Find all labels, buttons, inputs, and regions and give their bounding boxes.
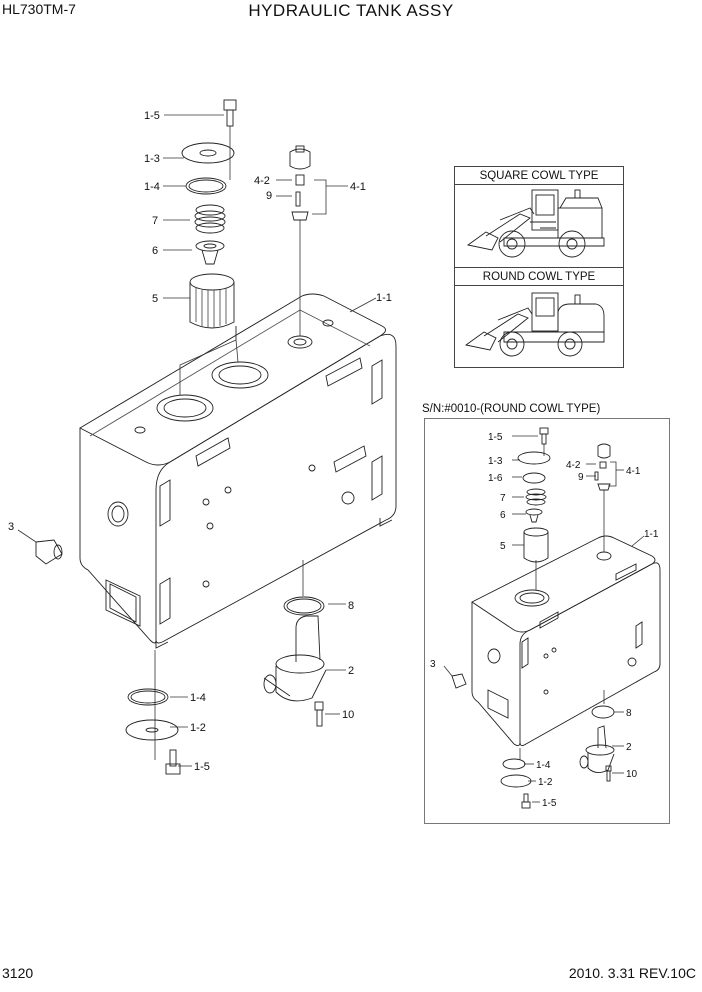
leader-lines (17, 114, 377, 767)
divider (455, 267, 623, 268)
inset-label-1-4: 1-4 (536, 760, 551, 771)
inset-label-7: 7 (500, 493, 506, 504)
inset-label-1-5: 1-5 (488, 432, 503, 443)
round-cowl-label: ROUND COWL TYPE (482, 271, 596, 283)
o-ring-1-4-bot (127, 688, 169, 706)
inset-label-1-2: 1-2 (538, 777, 553, 788)
inset-label-2: 2 (626, 742, 632, 753)
inset-label-1-1: 1-1 (644, 529, 659, 540)
serial-note: S/N:#0010-(ROUND COWL TYPE) (422, 403, 601, 415)
bolt-10 (314, 701, 324, 727)
page-title: HYDRAULIC TANK ASSY (248, 1, 454, 20)
inset-label-4-2: 4-2 (566, 460, 581, 471)
label-1-4: 1-4 (144, 181, 160, 193)
label-10: 10 (342, 709, 354, 721)
label-1-1: 1-1 (376, 292, 392, 304)
element-5 (189, 273, 235, 329)
page-number: 3120 (2, 965, 34, 981)
inset-label-9: 9 (578, 472, 584, 483)
model-code: HL730TM-7 (2, 1, 76, 17)
label-1-5: 1-5 (194, 761, 210, 773)
divider (455, 184, 623, 185)
spring-7 (194, 204, 226, 234)
cover-1-3 (181, 142, 235, 164)
label-1-5: 1-5 (144, 110, 160, 122)
label-9: 9 (266, 190, 272, 202)
label-1-4: 1-4 (190, 692, 206, 704)
cowl-type-panel: SQUARE COWL TYPE ROUND COWL TYPE (454, 166, 624, 368)
label-7: 7 (152, 215, 158, 227)
hydraulic-tank (79, 293, 397, 649)
suction-pipe-2 (263, 615, 327, 702)
label-3: 3 (8, 521, 14, 533)
inset-label-1-5: 1-5 (542, 798, 557, 809)
inset-label-6: 6 (500, 510, 506, 521)
inset-label-5: 5 (500, 541, 506, 552)
inset-hydraulic-tank (471, 535, 661, 747)
label-1-2: 1-2 (190, 722, 206, 734)
label-2: 2 (348, 665, 354, 677)
inset-label-1-6: 1-6 (488, 473, 503, 484)
o-ring-1-4-top (185, 177, 227, 195)
label-8: 8 (348, 600, 354, 612)
divider (455, 285, 623, 286)
label-1-3: 1-3 (144, 153, 160, 165)
revision-date: 2010. 3.31 REV.10C (568, 965, 696, 981)
bolt-1-5-top (223, 99, 237, 127)
inset-frame (424, 418, 670, 824)
inset-label-4-1: 4-1 (626, 466, 641, 477)
valve-6 (195, 240, 225, 265)
inset-leader-lines (443, 435, 645, 803)
drain-plug-3 (35, 539, 63, 565)
inset-label-8: 8 (626, 708, 632, 719)
o-ring-8 (283, 596, 325, 616)
inset-label-10: 10 (626, 769, 638, 780)
label-6: 6 (152, 245, 158, 257)
inset-label-3: 3 (430, 659, 436, 670)
round-cowl-loader-illustration (464, 292, 605, 357)
breather-4-1 (289, 145, 311, 221)
label-5: 5 (152, 293, 158, 305)
inset-parts (451, 427, 615, 809)
cover-1-2 (125, 719, 179, 741)
main-labels: 1-5 1-3 1-4 7 6 5 4-2 9 4-1 1-1 3 8 2 10… (8, 110, 392, 773)
square-cowl-label: SQUARE COWL TYPE (479, 170, 599, 182)
square-cowl-loader-illustration (466, 189, 605, 258)
label-4-1: 4-1 (350, 181, 366, 193)
label-4-2: 4-2 (254, 175, 270, 187)
inset-label-1-3: 1-3 (488, 456, 503, 467)
inset-labels: 1-5 1-3 1-6 7 6 5 4-2 9 4-1 1-1 3 8 2 10… (430, 432, 659, 809)
bolt-1-5-bot (165, 749, 181, 775)
